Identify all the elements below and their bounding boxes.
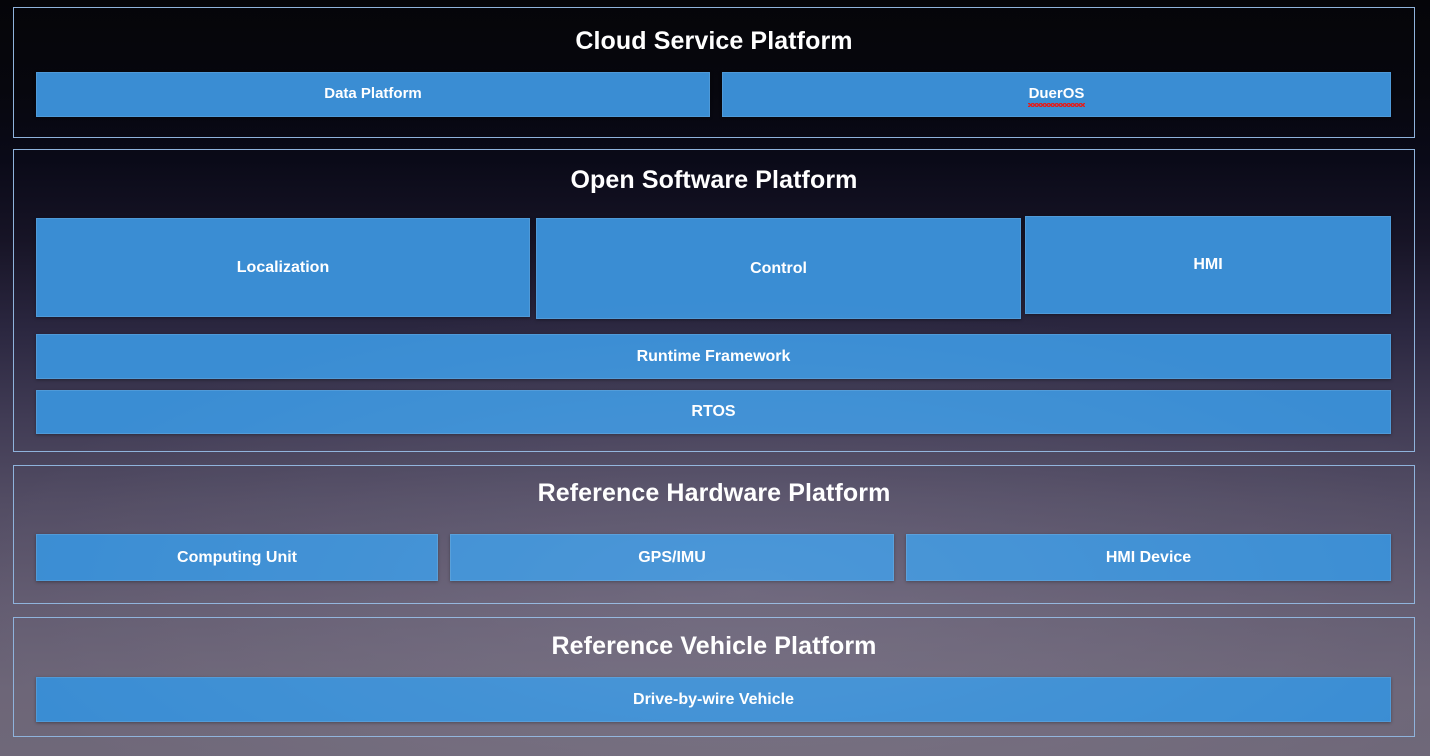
box-drive-by-wire-vehicle[interactable]: Drive-by-wire Vehicle [36,677,1391,722]
layer-title-cloud-service-platform: Cloud Service Platform [575,27,853,55]
box-label-control: Control [750,259,807,277]
box-hmi[interactable]: HMI [1025,216,1391,314]
box-dueros[interactable]: DuerOS [722,72,1391,117]
layer-title-reference-vehicle-platform: Reference Vehicle Platform [551,632,877,660]
box-label-data-platform: Data Platform [324,85,422,103]
box-label-gps-imu: GPS/IMU [638,548,706,566]
layer-title-open-software-platform: Open Software Platform [570,166,858,194]
box-label-hmi-device: HMI Device [1105,548,1192,566]
box-gps-imu[interactable]: GPS/IMU [450,534,894,581]
box-data-platform[interactable]: Data Platform [36,72,710,117]
box-hmi-device[interactable]: HMI Device [906,534,1391,581]
box-control[interactable]: Control [536,218,1021,319]
box-label-rtos: RTOS [691,403,736,421]
box-label-dueros: DuerOS [1027,85,1086,107]
box-label-drive-by-wire-vehicle: Drive-by-wire Vehicle [633,690,794,708]
layer-panel-reference-vehicle-platform: Reference Vehicle Platform Drive-by-wire… [13,617,1415,737]
layer-panel-cloud-service-platform: Cloud Service Platform Data Platform Due… [13,7,1415,138]
box-label-hmi: HMI [1193,256,1223,274]
box-runtime-framework[interactable]: Runtime Framework [36,334,1391,379]
box-computing-unit[interactable]: Computing Unit [36,534,438,581]
box-rtos[interactable]: RTOS [36,390,1391,434]
box-label-localization: Localization [236,258,330,276]
layer-panel-reference-hardware-platform: Reference Hardware Platform Computing Un… [13,465,1415,604]
box-label-computing-unit: Computing Unit [177,548,297,566]
layer-title-reference-hardware-platform: Reference Hardware Platform [537,479,891,507]
box-localization[interactable]: Localization [36,218,530,317]
layer-panel-open-software-platform: Open Software Platform Localization Cont… [13,149,1415,452]
box-label-runtime-framework: Runtime Framework [636,347,791,365]
